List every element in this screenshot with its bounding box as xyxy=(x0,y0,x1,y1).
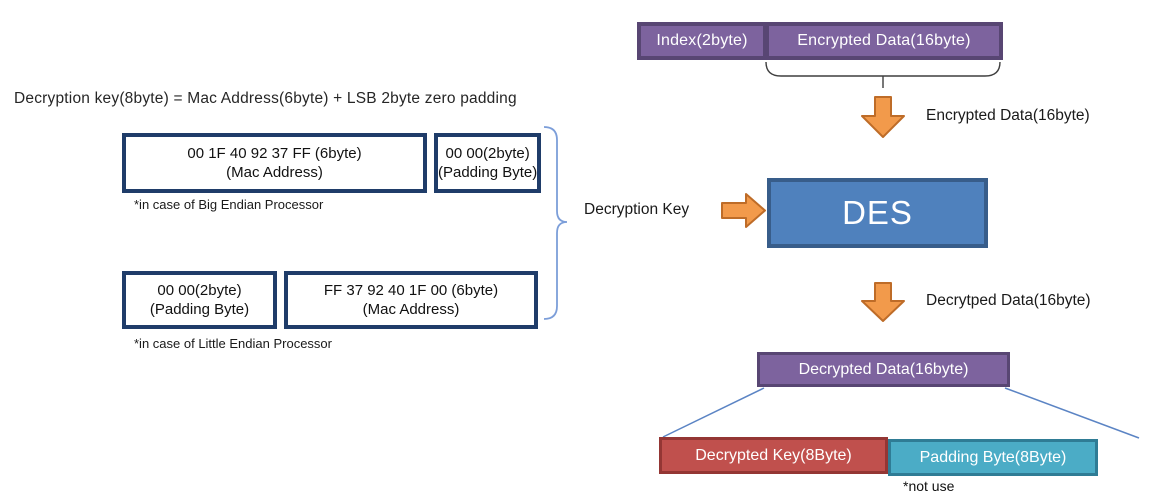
down-arrow-icon xyxy=(861,282,905,322)
padding-label: (Padding Byte) xyxy=(149,301,250,318)
encrypted-data-label: Encrypted Data(16byte) xyxy=(797,32,971,49)
padding-byte-label: Padding Byte(8Byte) xyxy=(919,448,1067,466)
mac-bytes: FF 37 92 40 1F 00 (6byte) xyxy=(323,282,499,299)
decryption-key-label: Decryption Key xyxy=(584,201,690,218)
decrypted-key-label: Decrypted Key(8Byte) xyxy=(695,446,852,464)
padding-bytes: 00 00(2byte) xyxy=(157,282,242,299)
decrypted-key-box: Decrypted Key(8Byte) xyxy=(659,437,888,474)
encrypted-data-cell: Encrypted Data(16byte) xyxy=(769,26,999,56)
des-label: DES xyxy=(842,194,913,231)
decrypted-data-label: Decrypted Data(16byte) xyxy=(798,360,969,378)
des-box: DES xyxy=(767,178,988,248)
big-endian-padding-cell: 00 00(2byte) (Padding Byte) xyxy=(434,133,542,193)
padding-byte-box: Padding Byte(8Byte) xyxy=(888,439,1098,476)
decryption-key-formula: Decryption key(8byte) = Mac Address(6byt… xyxy=(14,90,517,107)
mac-label: (Mac Address) xyxy=(362,301,460,318)
padding-label: (Padding Byte) xyxy=(438,164,538,181)
right-arrow-icon xyxy=(721,192,767,229)
encrypted-data-caption: Encrypted Data(16byte) xyxy=(926,107,1090,124)
little-endian-mac-cell: FF 37 92 40 1F 00 (6byte) (Mac Address) xyxy=(284,271,538,329)
connector-lines xyxy=(650,387,1150,439)
underbrace-icon xyxy=(764,60,1004,90)
mac-label: (Mac Address) xyxy=(226,164,323,181)
little-endian-key-box: 00 00(2byte) (Padding Byte) FF 37 92 40 … xyxy=(122,271,538,329)
mac-bytes: 00 1F 40 92 37 FF (6byte) xyxy=(187,145,362,162)
big-endian-mac-cell: 00 1F 40 92 37 FF (6byte) (Mac Address) xyxy=(122,133,427,193)
little-endian-caption: *in case of Little Endian Processor xyxy=(134,336,332,351)
big-endian-caption: *in case of Big Endian Processor xyxy=(134,197,324,212)
index-label: Index(2byte) xyxy=(656,32,748,49)
decrypted-data-caption: Decrytped Data(16byte) xyxy=(926,292,1091,309)
curly-brace-icon xyxy=(542,125,568,321)
big-endian-key-box: 00 1F 40 92 37 FF (6byte) (Mac Address) … xyxy=(122,133,542,193)
little-endian-padding-cell: 00 00(2byte) (Padding Byte) xyxy=(122,271,277,329)
not-use-note: *not use xyxy=(903,478,955,494)
padding-bytes: 00 00(2byte) xyxy=(445,145,530,162)
packet-bar: Index(2byte) Encrypted Data(16byte) xyxy=(637,22,1003,60)
down-arrow-icon xyxy=(861,96,905,138)
decrypted-data-box: Decrypted Data(16byte) xyxy=(757,352,1010,387)
index-cell: Index(2byte) xyxy=(641,26,763,56)
